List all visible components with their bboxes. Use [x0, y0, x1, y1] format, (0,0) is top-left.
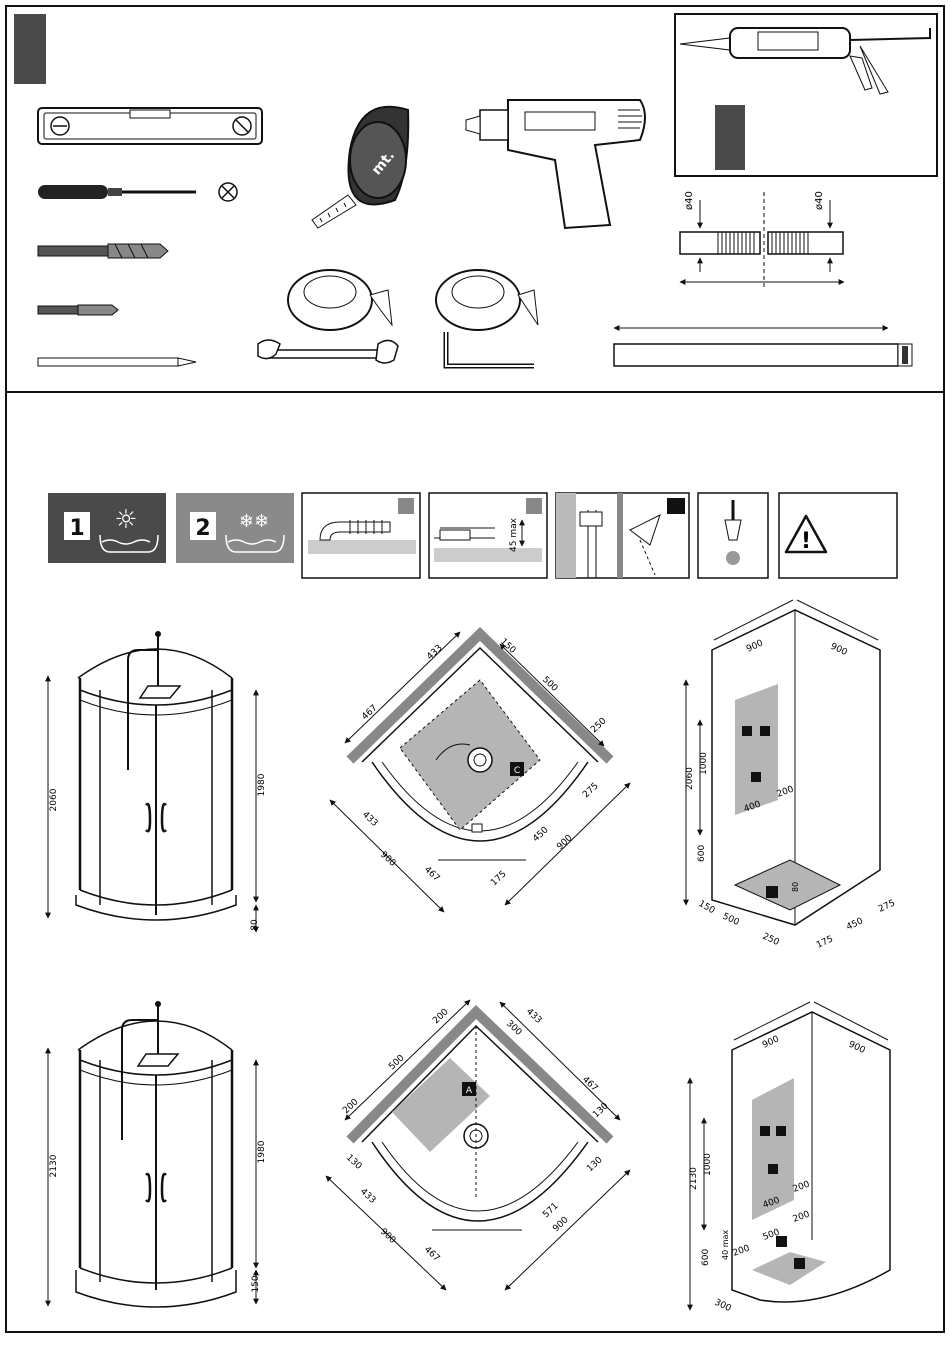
row1-iso-h80: 80: [791, 882, 800, 892]
row1-iso-view: 900 900 2060 1000 600 400 200 80 150 500…: [685, 600, 897, 951]
row2-iso-drain-marker-2: [794, 1258, 805, 1269]
row2-plan-dim-571: 571: [541, 1201, 560, 1220]
row2-front-height-total: 2130: [49, 1154, 59, 1177]
screwdriver-icon: [38, 183, 237, 201]
step-2-number: 2: [195, 516, 210, 541]
row1-front-view: 2060 1980 80: [48, 631, 267, 932]
row2-front-view: 2130 1980 150: [48, 1001, 267, 1307]
row1-iso-h2060: 2060: [685, 767, 695, 790]
sun-icon: ☼: [114, 505, 137, 535]
pipe-diameter-right: ø40: [814, 191, 825, 210]
brush-clean-icon: [698, 493, 768, 578]
row2-plan-dim-900-right: 900: [551, 1215, 571, 1234]
row1-iso-d175: 175: [815, 934, 835, 950]
drill-bit-large-icon: [38, 244, 168, 258]
row1-plan-badge-label: C: [514, 766, 520, 776]
instruction-icons-row: 1 ☼ 2 ❄❄ 45 max: [48, 493, 897, 578]
warning-box: !: [779, 493, 897, 578]
row1-iso-d500: 500: [721, 912, 741, 928]
row2-plan-view: A 200 300 433 500 467 200 130 130 130 43…: [326, 1000, 630, 1290]
row1-plan-dim-467-left: 467: [360, 703, 379, 722]
tools-header-block: [14, 14, 46, 84]
row1-iso-d450: 450: [845, 916, 865, 932]
step-1-warm-water-icon: 1 ☼: [48, 493, 166, 563]
row1-plan-dim-433-top: 433: [425, 643, 444, 662]
row2-iso-valve-2: [776, 1126, 786, 1136]
row1-front-height-total: 2060: [49, 788, 59, 811]
row1-iso-h600: 600: [697, 845, 707, 862]
row1-plan-dim-250: 250: [589, 716, 609, 735]
row1-front-height-glass: 1980: [257, 773, 267, 796]
row2-iso-d300: 300: [713, 1298, 733, 1314]
row1-iso-d150: 150: [697, 899, 717, 916]
row1-iso-h1000: 1000: [699, 752, 709, 775]
row1-plan-dim-433-left: 433: [360, 810, 379, 829]
step-2-frost-icon: 2 ❄❄: [176, 493, 294, 563]
row2-plan-dim-500: 500: [387, 1053, 407, 1072]
flexible-pipe-icon: ø40 ø40: [680, 191, 844, 290]
row2-front-base-height: 150: [251, 1275, 261, 1292]
row2-plan-dim-433-top: 433: [524, 1007, 543, 1026]
tape-measure-icon: mt.: [312, 107, 408, 228]
row2-plan-dim-130-bottom-right: 130: [585, 1155, 605, 1174]
row1-iso-d275: 275: [877, 898, 897, 914]
row2-iso-view: 900 900 2130 1000 600 40 max 400 200 200…: [689, 1002, 890, 1314]
row1-iso-valve-3: [751, 772, 761, 782]
max-height-icon: 45 max: [429, 493, 547, 578]
row2-plan-dim-467-right: 467: [580, 1075, 599, 1094]
sealing-tape-roll-icon: [436, 270, 538, 330]
row2-plan-dim-200-top: 200: [431, 1007, 451, 1026]
straight-edge-icon: [614, 328, 912, 366]
row2-plan-dim-130-left: 130: [344, 1153, 364, 1172]
power-drill-icon: [466, 100, 645, 228]
ptfe-tape-roll-icon: [288, 270, 392, 330]
row1-plan-dim-175: 175: [489, 869, 508, 888]
pipe-diameter-left: ø40: [684, 191, 695, 210]
pipe-connection-icon: [302, 493, 420, 578]
row1-iso-valve-1: [742, 726, 752, 736]
row1-plan-dim-450: 450: [531, 825, 551, 844]
row1-plan-view: C 433 150 500 467 250 275 433 450 900 90…: [330, 632, 630, 912]
row1-iso-drain-marker: [766, 886, 778, 898]
row2-front-height-glass: 1980: [257, 1140, 267, 1163]
caulk-gun-icon: [680, 28, 930, 94]
snowflake-icon: ❄❄: [239, 511, 269, 532]
row2-iso-h40max: 40 max: [721, 1230, 730, 1260]
row1-front-base-height: 80: [250, 919, 260, 931]
spirit-level-icon: [38, 108, 262, 144]
row2-plan-dim-467-bottom: 467: [422, 1245, 441, 1264]
row1-plan-dim-900-left: 900: [378, 850, 398, 869]
row2-plan-dim-200-left: 200: [341, 1097, 361, 1116]
drill-bit-small-icon: [38, 305, 118, 315]
row1-iso-valve-2: [760, 726, 770, 736]
siphon-alignment-icon: [556, 493, 689, 578]
row2-iso-h600: 600: [701, 1249, 711, 1266]
pencil-icon: [38, 358, 196, 366]
max-height-label: 45 max: [509, 517, 519, 552]
row1-plan-dim-900-right: 900: [555, 833, 575, 852]
row1-iso-d250: 250: [761, 932, 781, 948]
row2-iso-h2130: 2130: [689, 1167, 699, 1190]
row2-iso-valve-1: [760, 1126, 770, 1136]
step-1-number: 1: [69, 516, 84, 541]
row2-iso-valve-3: [768, 1164, 778, 1174]
row2-plan-dim-433-left: 433: [358, 1187, 377, 1206]
row2-plan-dim-130-right: 130: [591, 1101, 611, 1120]
caulk-block: [715, 105, 745, 170]
row1-plan-dim-467-bottom: 467: [422, 865, 441, 884]
row2-plan-dim-900-left: 900: [378, 1227, 398, 1246]
row2-iso-h1000: 1000: [703, 1153, 713, 1176]
row1-plan-dim-275: 275: [581, 781, 600, 800]
tools-section: mt.: [14, 14, 937, 366]
warning-symbol: !: [801, 529, 811, 554]
row2-plan-badge-label: A: [466, 1086, 473, 1096]
wrench-icon: [258, 340, 398, 363]
allen-key-icon: [446, 332, 534, 366]
